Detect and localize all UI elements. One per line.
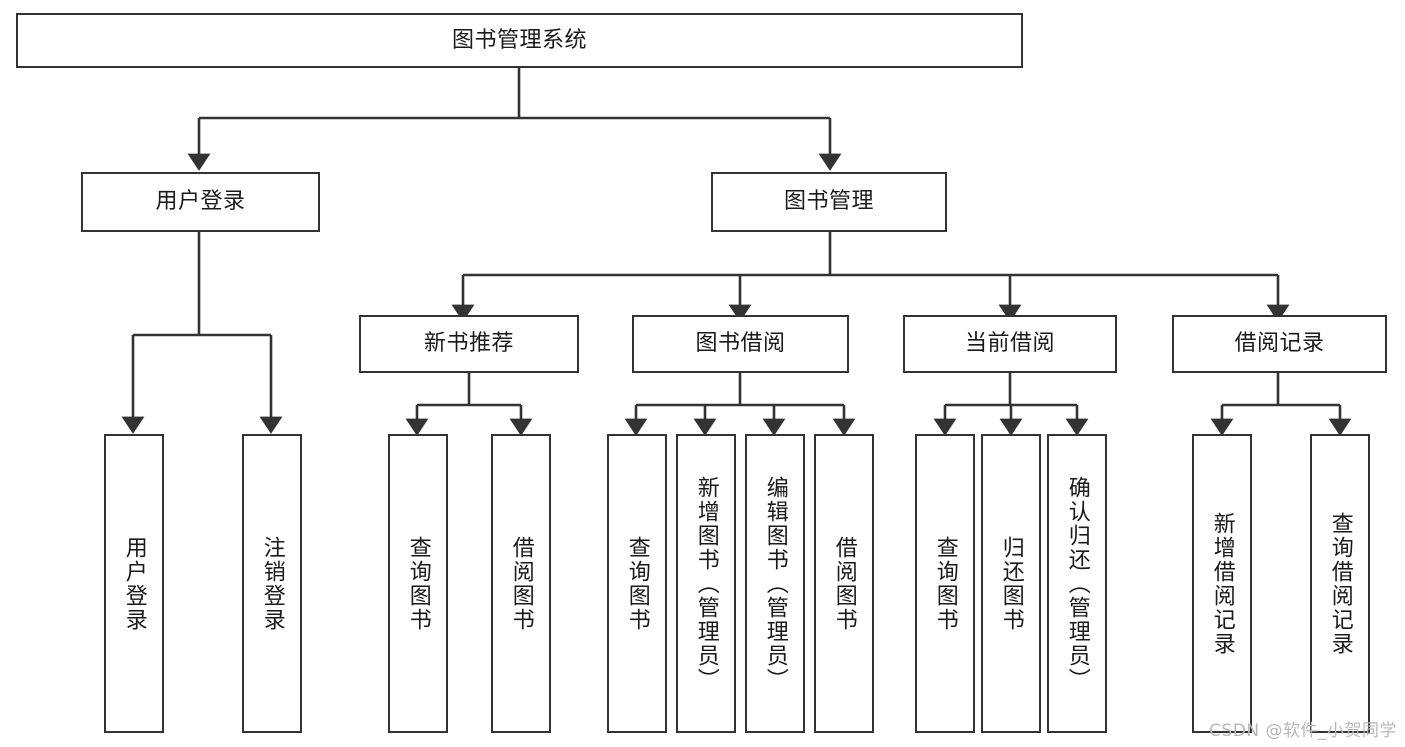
leaf-user-login[interactable]: 用户登录 — [104, 434, 164, 733]
node-label: 归还图书 — [998, 535, 1024, 632]
node-label: 编辑图书（管理员） — [762, 475, 788, 692]
node-label: 借阅记录 — [1234, 331, 1325, 356]
node-label: 查询图书 — [405, 535, 431, 632]
node-label: 查询图书 — [932, 535, 958, 632]
node-new-book-recommendation[interactable]: 新书推荐 — [359, 315, 579, 373]
node-label: 注销登录 — [259, 535, 285, 632]
node-label: 确认归还（管理员） — [1064, 475, 1090, 692]
leaf-query-borrow-record[interactable]: 查询借阅记录 — [1310, 434, 1370, 733]
leaf-query-books-new[interactable]: 查询图书 — [388, 434, 448, 733]
node-label: 图书管理 — [783, 189, 874, 214]
node-root-system[interactable]: 图书管理系统 — [16, 13, 1023, 68]
node-label: 当前借阅 — [964, 331, 1055, 356]
node-label: 借阅图书 — [508, 535, 534, 632]
leaf-edit-book-admin[interactable]: 编辑图书（管理员） — [745, 434, 805, 733]
node-user-login[interactable]: 用户登录 — [81, 172, 320, 232]
leaf-confirm-return-admin[interactable]: 确认归还（管理员） — [1047, 434, 1107, 733]
node-label: 借阅图书 — [831, 535, 857, 632]
watermark: CSDN @软件_小贺同学 — [1209, 721, 1397, 741]
leaf-query-books-borrow[interactable]: 查询图书 — [607, 434, 667, 733]
leaf-add-borrow-record[interactable]: 新增借阅记录 — [1192, 434, 1252, 733]
node-borrowing-records[interactable]: 借阅记录 — [1172, 315, 1387, 373]
leaf-borrow-books-new[interactable]: 借阅图书 — [491, 434, 551, 733]
node-label: 用户登录 — [155, 189, 246, 214]
node-book-borrowing[interactable]: 图书借阅 — [632, 315, 849, 373]
leaf-add-book-admin[interactable]: 新增图书（管理员） — [676, 434, 736, 733]
node-label: 新书推荐 — [423, 331, 514, 356]
node-book-management[interactable]: 图书管理 — [711, 172, 947, 232]
leaf-borrow-books[interactable]: 借阅图书 — [814, 434, 874, 733]
node-label: 图书管理系统 — [451, 27, 587, 53]
leaf-return-books[interactable]: 归还图书 — [981, 434, 1041, 733]
node-label: 新增图书（管理员） — [693, 475, 719, 692]
leaf-user-logout[interactable]: 注销登录 — [242, 434, 302, 733]
node-label: 图书借阅 — [695, 331, 786, 356]
node-current-borrowing[interactable]: 当前借阅 — [903, 315, 1117, 373]
node-label: 查询图书 — [624, 535, 650, 632]
node-label: 新增借阅记录 — [1209, 511, 1235, 656]
node-label: 查询借阅记录 — [1327, 511, 1353, 656]
node-label: 用户登录 — [121, 535, 147, 632]
leaf-query-books-current[interactable]: 查询图书 — [915, 434, 975, 733]
